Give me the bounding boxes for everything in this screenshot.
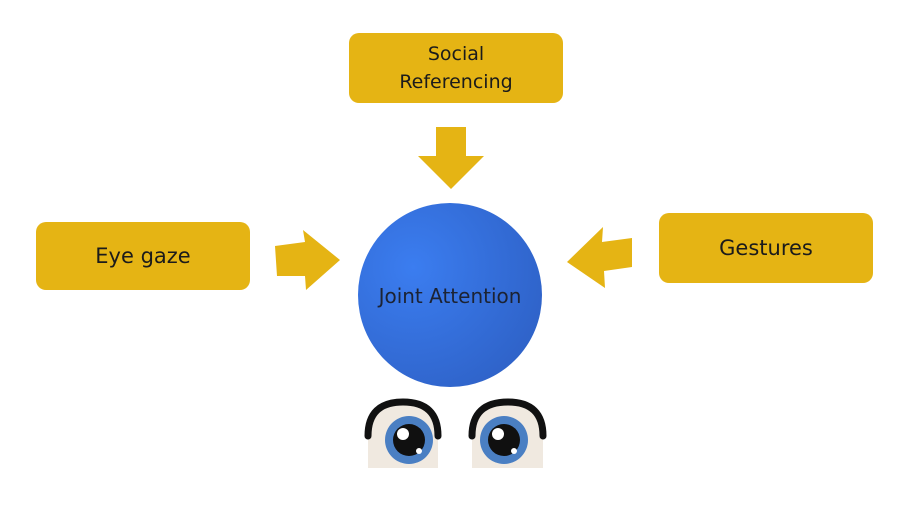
social-referencing-line2: Referencing — [399, 71, 513, 93]
left-eye-icon — [364, 398, 442, 468]
right-eye-icon — [468, 398, 547, 468]
eyes-icon — [364, 398, 547, 468]
eye-gaze-label: Eye gaze — [95, 244, 191, 268]
gestures-box: Gestures — [659, 213, 873, 283]
social-referencing-line1: Social — [427, 43, 485, 65]
joint-attention-circle — [358, 203, 542, 387]
arrow-left-icon — [567, 227, 632, 288]
eye-gaze-box: Eye gaze — [36, 222, 250, 290]
arrow-down-icon — [418, 127, 484, 189]
social-referencing-box: Social Referencing — [349, 33, 563, 103]
arrow-right-icon — [275, 230, 340, 290]
gestures-label: Gestures — [719, 236, 813, 260]
joint-attention-label: Joint Attention — [378, 284, 522, 308]
